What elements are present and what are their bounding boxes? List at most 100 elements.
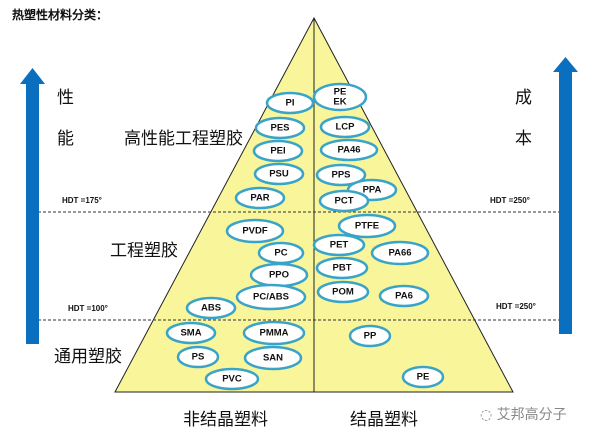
performance-arrow-icon [20, 68, 45, 344]
material-label: PP [364, 331, 377, 342]
tier-general-label: 通用塑胶 [54, 347, 122, 367]
material-ellipse [253, 162, 305, 186]
material-label: PPO [269, 270, 289, 281]
hdt-right-upper: HDT =250° [490, 196, 530, 205]
material-label: PMMA [259, 328, 288, 339]
material-psu: PSU [253, 162, 305, 186]
material-ellipse [348, 324, 392, 348]
material-ellipse [235, 283, 307, 311]
material-ellipse [243, 345, 303, 371]
material-label: PSU [269, 169, 289, 180]
material-label: PVC [222, 374, 242, 385]
material-ptfe: PTFE [337, 213, 397, 239]
hdt-right-lower: HDT =250° [496, 302, 536, 311]
amorphous-column-label: 非结晶塑料 [183, 410, 268, 430]
material-sma: SMA [165, 321, 217, 345]
cost-label-1: 成 [515, 88, 532, 108]
material-ellipse [312, 82, 368, 112]
material-san: SAN [243, 345, 303, 371]
material-label: PA46 [337, 145, 360, 156]
material-label: PPA [363, 185, 382, 196]
wechat-icon: ◌ [480, 407, 497, 423]
material-label: PAR [250, 193, 269, 204]
material-ellipse [337, 213, 397, 239]
material-pct: PCT [318, 189, 370, 213]
material-pa6: PA6 [378, 284, 430, 308]
cost-arrow-icon [553, 57, 578, 334]
material-pom: POM [316, 280, 370, 304]
performance-label-1: 性 [57, 88, 74, 108]
material-ellipse [315, 163, 367, 187]
material-par: PAR [234, 186, 286, 210]
material-label: PE [334, 87, 347, 98]
material-pet: PET [312, 233, 366, 257]
material-ellipse [318, 189, 370, 213]
material-label: PI [286, 98, 295, 109]
material-label: PE [417, 372, 430, 383]
material-label: LCP [336, 122, 356, 133]
material-label: POM [332, 287, 354, 298]
hdt-left-upper: HDT =175° [62, 196, 102, 205]
material-label: SMA [180, 328, 201, 339]
material-label: PC/ABS [253, 292, 289, 303]
material-ellipse [225, 218, 285, 244]
watermark-text: 艾邦高分子 [496, 407, 567, 423]
hdt-left-lower: HDT =100° [68, 304, 108, 313]
material-pmma: PMMA [242, 320, 306, 346]
material-ellipse [234, 186, 286, 210]
tier-high-label: 高性能工程塑胶 [124, 129, 243, 149]
material-ellipse [204, 367, 260, 391]
tier-engineering-label: 工程塑胶 [110, 241, 178, 261]
material-label: PVDF [242, 226, 268, 237]
material-ellipse [312, 233, 366, 257]
cost-label-2: 本 [515, 129, 532, 149]
material-label: PBT [333, 263, 352, 274]
material-lcp: LCP [319, 115, 371, 139]
material-ppo: PPO [249, 262, 309, 288]
material-ellipse [319, 138, 379, 162]
material-pes: PES [254, 116, 306, 140]
material-ellipse [176, 345, 220, 369]
material-label: PES [270, 123, 289, 134]
crystalline-column-label: 结晶塑料 [350, 410, 418, 430]
material-ellipse [316, 280, 370, 304]
material-ellipse [370, 240, 430, 266]
material-ellipse [254, 116, 306, 140]
watermark: ◌ 艾邦高分子 [480, 404, 567, 424]
material-ellipse [165, 321, 217, 345]
material-abs: ABS [185, 296, 237, 320]
material-pe: PE [401, 365, 445, 389]
material-ellipse [401, 365, 445, 389]
material-pbt: PBT [315, 256, 369, 280]
material-label: PEI [270, 146, 285, 157]
material-label: PC [274, 248, 287, 259]
material-label: PCT [335, 196, 354, 207]
material-label: PPS [331, 170, 350, 181]
material-pei: PEI [252, 139, 304, 163]
material-pc: PC [257, 241, 305, 265]
material-label: ABS [201, 303, 221, 314]
material-ellipse [252, 139, 304, 163]
material-pi: PI [265, 91, 315, 115]
material-label: PA6 [395, 291, 413, 302]
material-ellipse [319, 115, 371, 139]
material-ellipse [185, 296, 237, 320]
material-pvdf: PVDF [225, 218, 285, 244]
page-title: 热塑性材料分类： [12, 8, 109, 22]
material-pps: PPS [315, 163, 367, 187]
material-pp: PP [348, 324, 392, 348]
material-pa66: PA66 [370, 240, 430, 266]
material-ellipse [378, 284, 430, 308]
material-ellipse [315, 256, 369, 280]
material-label: SAN [263, 353, 283, 364]
material-pa46: PA46 [319, 138, 379, 162]
material-ellipse [265, 91, 315, 115]
performance-label-2: 能 [57, 129, 74, 149]
material-label: EK [333, 97, 346, 108]
material-label: PS [192, 352, 205, 363]
material-ps: PS [176, 345, 220, 369]
material-ellipse [242, 320, 306, 346]
material-label: PET [330, 240, 349, 251]
